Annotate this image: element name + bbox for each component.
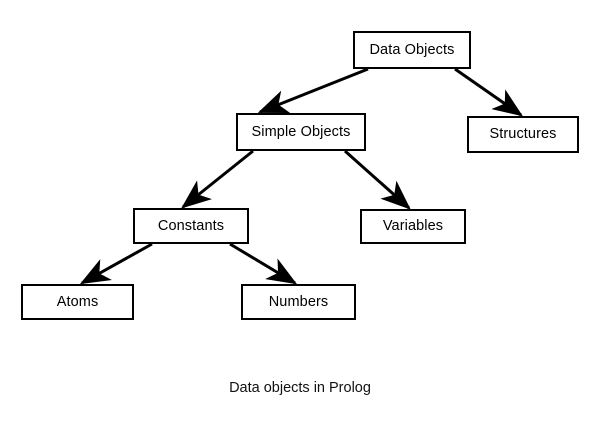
edge-constants-numbers [229,242,298,285]
node-atoms[interactable]: Atoms [21,284,134,320]
node-label-constants: Constants [157,217,225,234]
edge-constants-atoms [79,242,153,285]
node-variables[interactable]: Variables [360,209,466,244]
node-constants[interactable]: Constants [133,208,249,244]
edge-simple-objects-constants [181,149,254,209]
node-structures[interactable]: Structures [467,116,579,153]
node-label-variables: Variables [382,218,444,235]
node-label-atoms: Atoms [56,293,99,310]
node-label-structures: Structures [489,126,557,143]
node-label-numbers: Numbers [268,293,329,310]
node-label-simple-objects: Simple Objects [251,123,351,140]
node-data-objects[interactable]: Data Objects [353,31,471,69]
edge-data-objects-simple-objects [257,67,369,114]
diagram-caption: Data objects in Prolog [229,380,371,396]
edge-simple-objects-variables [344,149,411,210]
edge-group [79,67,523,285]
node-simple-objects[interactable]: Simple Objects [236,113,366,151]
node-numbers[interactable]: Numbers [241,284,356,320]
edge-data-objects-structures [454,67,523,117]
node-label-data-objects: Data Objects [369,41,455,58]
